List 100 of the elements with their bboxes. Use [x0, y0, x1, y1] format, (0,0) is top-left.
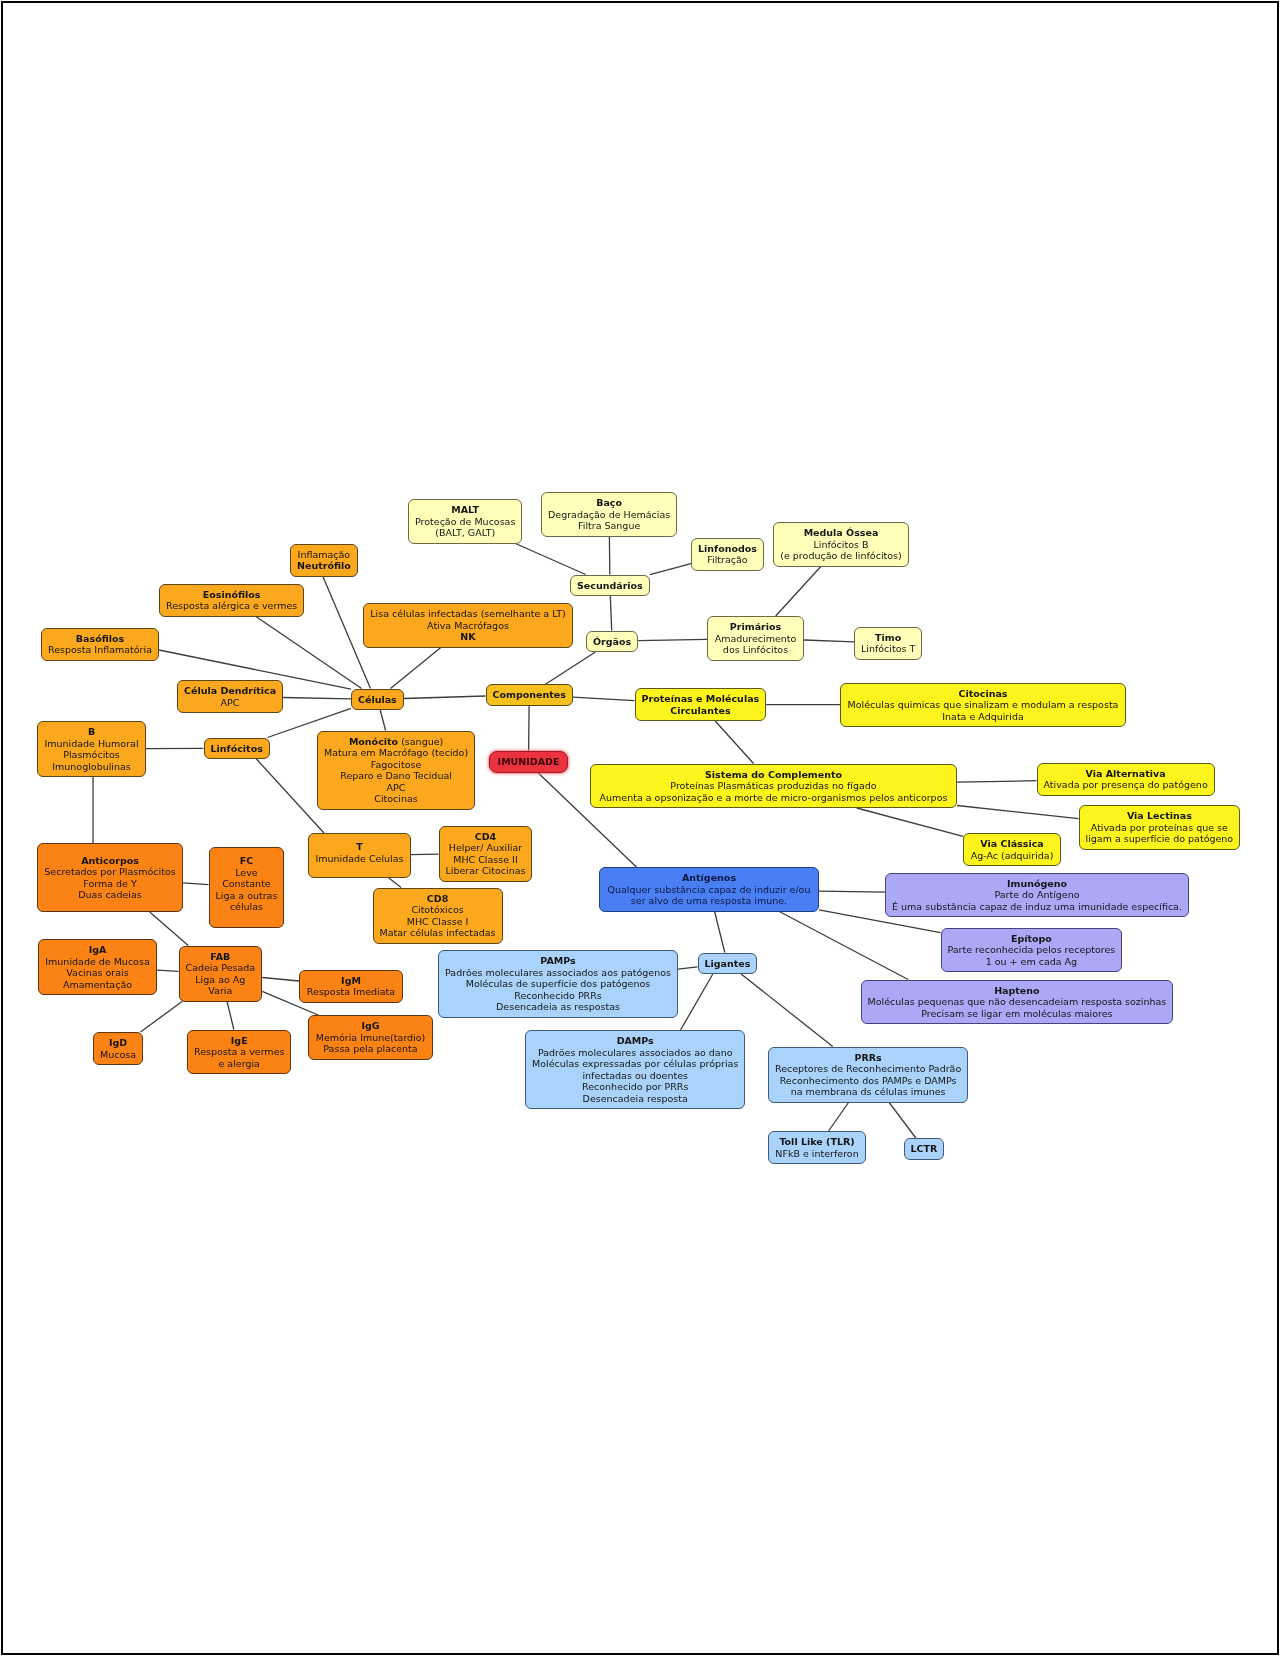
concept-title: MALT — [451, 504, 480, 516]
concept-text: Ag-Ac (adquirida) — [970, 849, 1054, 861]
concept-text: Monócito (sangue) — [348, 735, 444, 747]
concept-box — [590, 763, 957, 808]
concept-text: Imunidade Celulas — [315, 852, 404, 864]
concept-box — [768, 1046, 969, 1103]
concept-text: Proteção de Mucosas (BALT, GALT) — [415, 515, 516, 539]
concept-text: APC — [220, 696, 240, 708]
concept-text: Moléculas quimicas que sinalizam e modulam a resposta Inata e Adquirida — [847, 699, 1119, 722]
connector-line — [818, 890, 886, 893]
concept-box — [408, 499, 523, 544]
concept-title: IgA — [88, 944, 107, 956]
concept-title: T — [356, 841, 363, 853]
concept-box — [351, 688, 404, 710]
concept-text: Resposta Inflamatória — [48, 644, 152, 656]
concept-title: Ligantes — [704, 957, 751, 969]
concept-title: Primários — [729, 621, 782, 633]
connector-line — [158, 649, 352, 690]
connector-line — [139, 1000, 183, 1033]
concept-box — [691, 537, 764, 571]
concept-text: Parte reconhecida pelos receptores 1 ou + em cada Ag — [947, 944, 1116, 967]
concept-box — [438, 950, 678, 1018]
concept-box — [178, 945, 263, 1002]
concept-box — [525, 1030, 746, 1109]
concept-box — [290, 543, 358, 577]
concept-text: Leve Constante Liga a outras células — [215, 866, 278, 913]
concept-title: Secundários — [577, 579, 643, 591]
connector-line — [679, 973, 714, 1031]
connector-line — [92, 776, 94, 844]
connector-line — [410, 853, 440, 856]
connector-line — [740, 973, 834, 1048]
concept-box — [363, 603, 573, 648]
connector-line — [527, 704, 530, 752]
concept-box — [599, 867, 819, 912]
concept-title: Hapteno — [994, 984, 1040, 996]
concept-text: Matura em Macrófago (tecido) Fagocitose Reparo e Dano Tecidual APC Citocinas — [324, 747, 469, 805]
concept-box — [187, 1029, 292, 1074]
concept-text: Padrões moleculares associados aos patógenos Moléculas de superfície dos patógenos Reconhecido PRRs Desencadeia as respostas — [445, 966, 671, 1013]
connector-line — [888, 1101, 917, 1139]
concept-text: Cadeia Pesada Liga ao Ag Varia — [185, 962, 256, 997]
concept-title: IgD — [108, 1037, 128, 1049]
concept-title: Eosinófilos — [202, 588, 261, 600]
concept-title: Medula Óssea — [803, 527, 879, 539]
concept-text: Citotóxicos MHC Classe I Matar células infectadas — [379, 904, 496, 939]
connector-line — [149, 911, 189, 947]
concept-title: PRRs — [854, 1051, 882, 1063]
concept-text: Linfócitos B (e produção de linfócitos) — [780, 538, 902, 562]
concept-title: FAB — [210, 950, 231, 962]
concept-title: DAMPs — [616, 1035, 654, 1047]
connector-line — [956, 804, 1080, 820]
concept-box — [485, 684, 573, 706]
concept-box — [93, 1032, 144, 1065]
concept-text: Linfócitos T — [861, 643, 916, 655]
concept-title: Timo — [875, 631, 902, 643]
concept-text: Resposta alérgica e vermes — [166, 600, 298, 612]
concept-box — [1078, 805, 1241, 850]
concept-title: IgM — [341, 974, 361, 986]
concept-box — [854, 626, 923, 660]
connector-line — [956, 780, 1038, 783]
concept-text: Receptores de Reconhecimento Padrão Reconhecimento dos PAMPs e DAMPs na membrana ds células imunes — [775, 1063, 962, 1098]
connector-line — [255, 615, 363, 690]
concept-title: FC — [239, 855, 254, 867]
concept-title: Sistema do Complemento — [704, 768, 843, 780]
concept-title: Antígenos — [681, 872, 737, 884]
connector-line — [609, 595, 613, 632]
concept-box — [840, 682, 1126, 727]
concept-title: B — [87, 726, 96, 738]
concept-box — [159, 583, 305, 617]
concept-box — [41, 627, 159, 661]
connector-line — [775, 565, 822, 617]
connector-line — [537, 771, 638, 868]
connector-line — [182, 882, 210, 886]
concept-box — [768, 1131, 866, 1164]
concept-text: Moléculas pequenas que não desencadeiam resposta sozinhas Precisam se ligar em moléculas maiores — [867, 996, 1167, 1019]
concept-title: IgE — [230, 1034, 248, 1046]
concept-box — [940, 927, 1123, 972]
connector-line — [713, 910, 726, 954]
concept-box — [308, 1015, 433, 1060]
concept-box — [634, 688, 767, 721]
concept-title: IgG — [361, 1020, 380, 1032]
concept-text: Mucosa — [100, 1048, 137, 1060]
connector-line — [572, 696, 636, 702]
connector-line — [677, 966, 699, 970]
concept-text: Ativada por proteínas que se ligam a superfície do patógeno — [1085, 821, 1234, 845]
connector-line — [637, 638, 708, 642]
concept-text: Parte do Antígeno É uma substância capaz de induz uma imunidade específica. — [892, 889, 1182, 912]
concept-title: Basófilos — [75, 632, 125, 644]
concept-text: Imunidade Humoral Plasmócitos Imunoglobulinas — [44, 737, 139, 772]
concept-box — [177, 680, 284, 713]
concept-title: Neutrófilo — [297, 560, 351, 572]
concept-box — [317, 730, 476, 810]
concept-title: Via Lectinas — [1126, 810, 1192, 822]
concept-text: Secretados por Plasmócitos Forma de Y Duas cadeias — [44, 866, 176, 901]
concept-box — [38, 939, 157, 995]
connector-line — [261, 976, 300, 982]
concept-title: Órgãos — [593, 635, 632, 647]
concept-title: CD8 — [426, 892, 449, 904]
connector-line — [765, 703, 841, 706]
concept-text: Qualquer substância capaz de induzir e/ou ser alvo de uma resposta imune. — [607, 883, 811, 907]
concept-title: Células — [358, 693, 397, 705]
